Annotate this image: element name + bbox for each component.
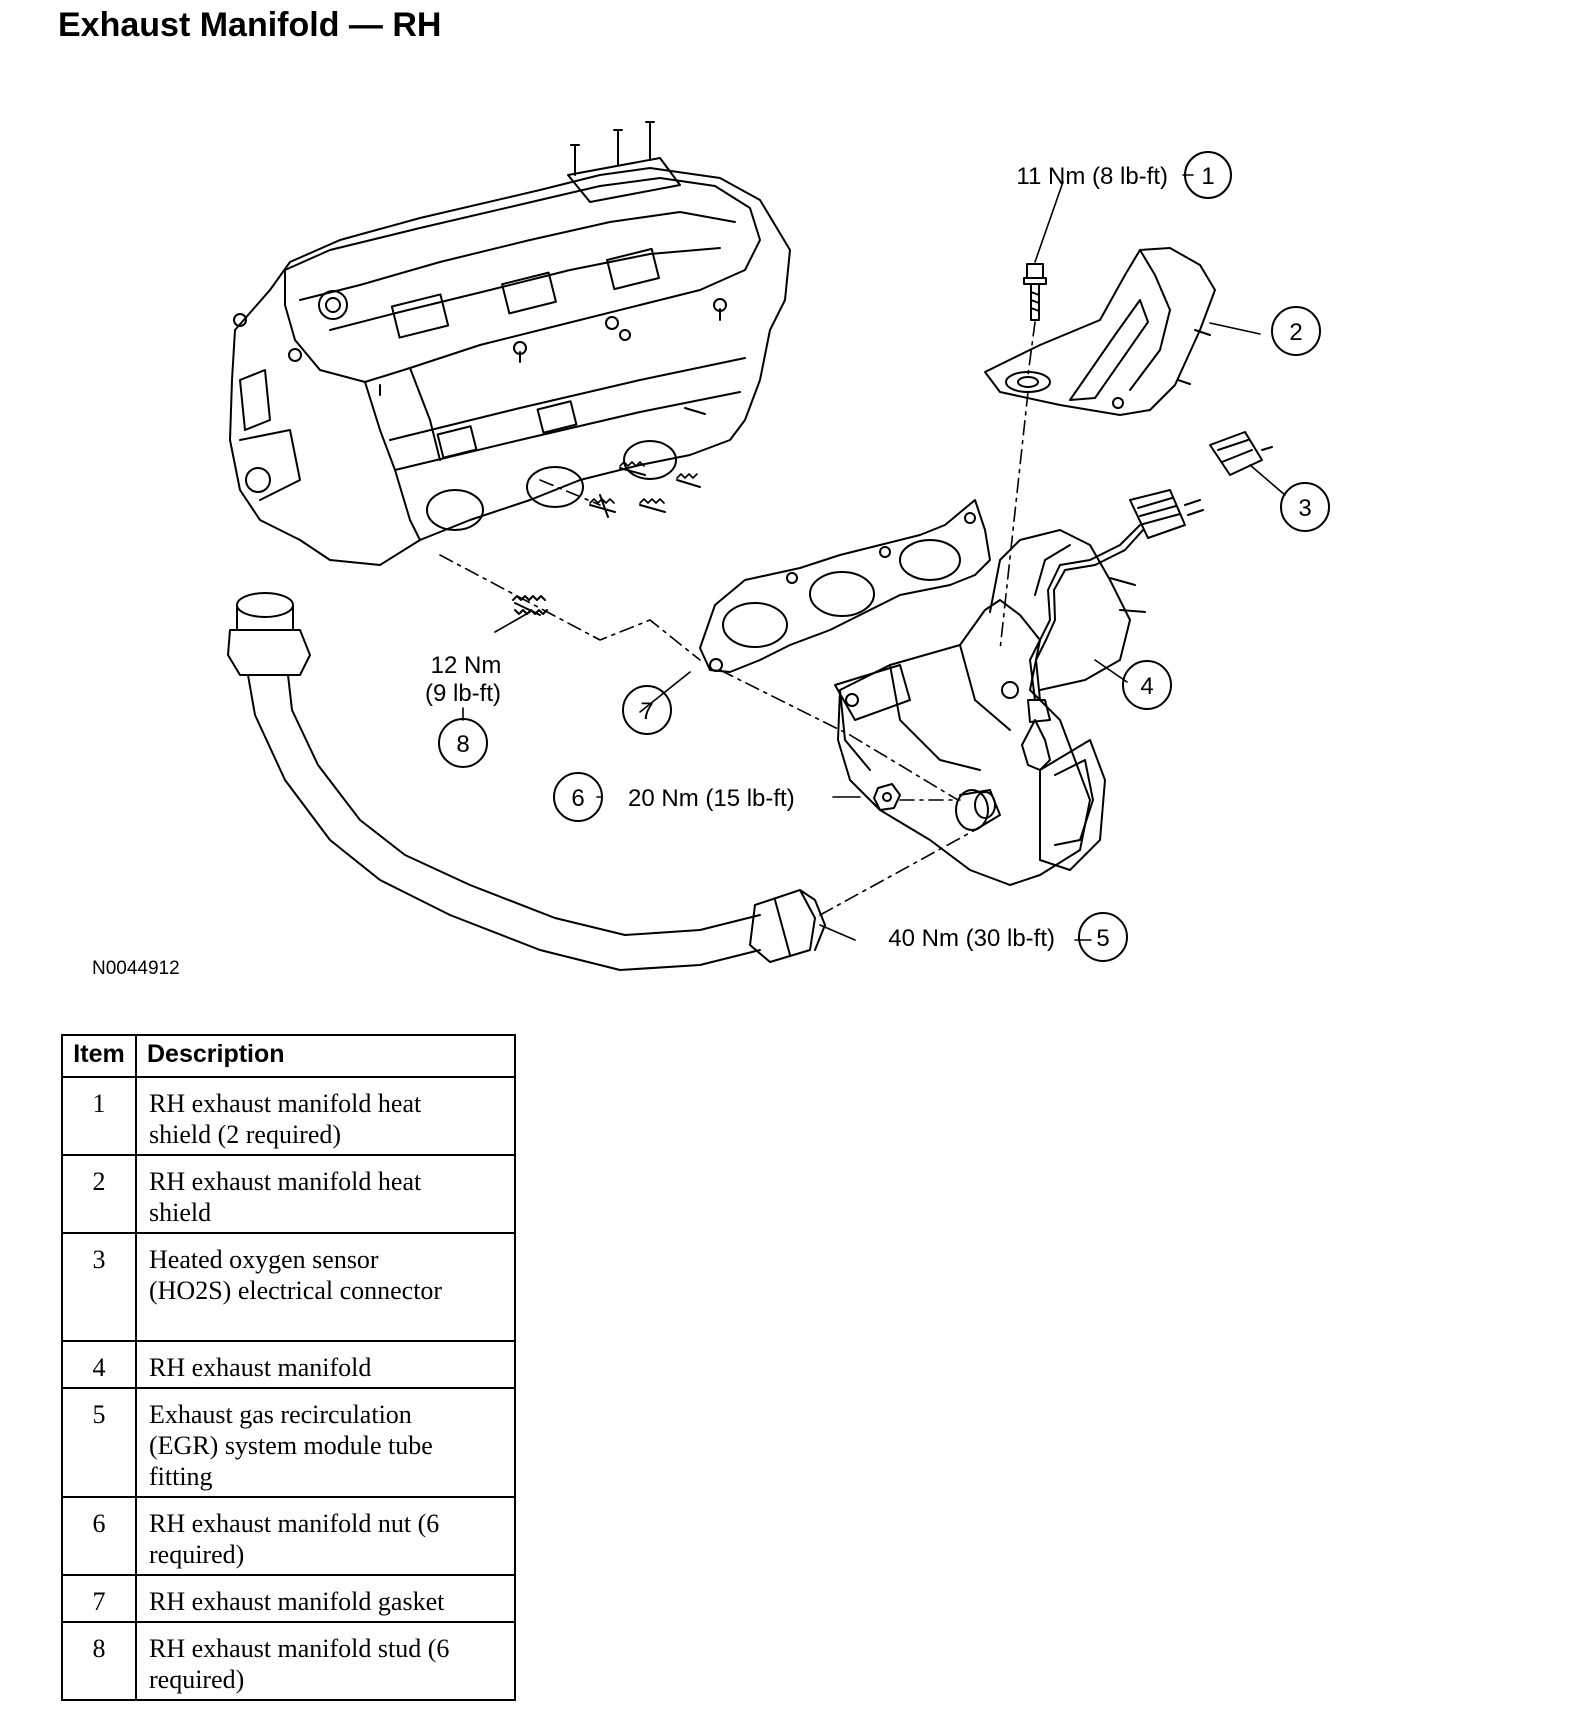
torque-spec-8-line2: (9 lb-ft): [425, 680, 501, 707]
manifold-gasket-illustration: [699, 499, 991, 673]
description-line: (HO2S) electrical connector: [149, 1276, 443, 1305]
description-line: RH exhaust manifold heat: [149, 1167, 422, 1196]
callout-number-3: 3: [1298, 495, 1311, 522]
alignment-lines: [439, 321, 1036, 916]
header-description: Description: [135, 1034, 516, 1078]
figure-id: N0044912: [92, 958, 180, 979]
heat-shield-bolt-illustration: [1023, 263, 1047, 321]
description-line: RH exhaust manifold gasket: [149, 1587, 445, 1616]
callout-number-1: 1: [1201, 163, 1214, 190]
table-row: 5 Exhaust gas recirculation(EGR) system …: [61, 1387, 516, 1498]
row-description: Heated oxygen sensor(HO2S) electrical co…: [135, 1232, 516, 1342]
item-description-table: Item Description 1 RH exhaust manifold h…: [61, 1034, 516, 1701]
callout-circle-2: [1271, 306, 1321, 356]
row-description: Exhaust gas recirculation(EGR) system mo…: [135, 1387, 516, 1498]
row-item-number: 1: [61, 1076, 137, 1156]
egr-tube-illustration: [227, 592, 826, 971]
row-item-number: 7: [61, 1574, 137, 1623]
description-line: RH exhaust manifold heat: [149, 1089, 422, 1118]
header-item: Item: [61, 1034, 137, 1078]
description-line: RH exhaust manifold nut (6: [149, 1509, 440, 1538]
row-item-number: 6: [61, 1496, 137, 1576]
heat-shield-illustration: [984, 247, 1216, 416]
description-line: Heated oxygen sensor: [149, 1245, 379, 1274]
row-item-number: 2: [61, 1154, 137, 1234]
table-header-row: Item Description: [61, 1034, 516, 1078]
torque-spec-5: 40 Nm (30 lb-ft): [888, 925, 1055, 952]
table-row: 4 RH exhaust manifold: [61, 1340, 516, 1389]
description-line: required): [149, 1665, 245, 1694]
description-line: RH exhaust manifold: [149, 1353, 372, 1382]
exploded-view-diagram: 1 2 3 4 5 6 7 8 11 Nm (8 lb-ft) 40 Nm (3…: [0, 60, 1584, 990]
callout-number-6: 6: [571, 785, 584, 812]
description-line: fitting: [149, 1462, 213, 1491]
page-title: Exhaust Manifold — RH: [58, 6, 442, 44]
torque-spec-8-line1: 12 Nm: [431, 652, 502, 679]
oxygen-sensor-illustration: [1021, 431, 1273, 771]
row-description: RH exhaust manifold: [135, 1340, 516, 1389]
table-row: 3 Heated oxygen sensor(HO2S) electrical …: [61, 1232, 516, 1342]
callout-number-4: 4: [1140, 673, 1153, 700]
row-item-number: 3: [61, 1232, 137, 1342]
callout-number-7: 7: [640, 698, 653, 725]
row-item-number: 8: [61, 1621, 137, 1701]
callout-circle-5: [1078, 912, 1128, 962]
callout-circle-3: [1280, 482, 1330, 532]
cylinder-head-illustration: [229, 121, 791, 566]
callout-number-2: 2: [1289, 319, 1302, 346]
callout-circle-1: [1184, 151, 1232, 199]
description-line: shield (2 required): [149, 1120, 342, 1149]
description-line: RH exhaust manifold stud (6: [149, 1634, 450, 1663]
callout-number-8: 8: [456, 731, 469, 758]
diagram-canvas: 1 2 3 4 5 6 7 8 11 Nm (8 lb-ft) 40 Nm (3…: [92, 121, 1330, 979]
torque-spec-6: 20 Nm (15 lb-ft): [628, 785, 795, 812]
callout-circle-7: [622, 685, 672, 735]
callout-circle-6: [553, 772, 603, 822]
callout-circle-4: [1122, 660, 1172, 710]
row-item-number: 5: [61, 1387, 137, 1498]
callout-circle-8: [438, 718, 488, 768]
description-line: Exhaust gas recirculation: [149, 1400, 412, 1429]
row-item-number: 4: [61, 1340, 137, 1389]
leader-lines: [462, 174, 1286, 941]
description-line: (EGR) system module tube: [149, 1431, 433, 1460]
callout-number-5: 5: [1096, 925, 1109, 952]
description-line: required): [149, 1540, 245, 1569]
table-row: 7 RH exhaust manifold gasket: [61, 1574, 516, 1623]
description-line: shield: [149, 1198, 212, 1227]
exhaust-manifold-illustration: [834, 529, 1146, 886]
row-description: RH exhaust manifold gasket: [135, 1574, 516, 1623]
torque-spec-1: 11 Nm (8 lb-ft): [1016, 163, 1168, 190]
